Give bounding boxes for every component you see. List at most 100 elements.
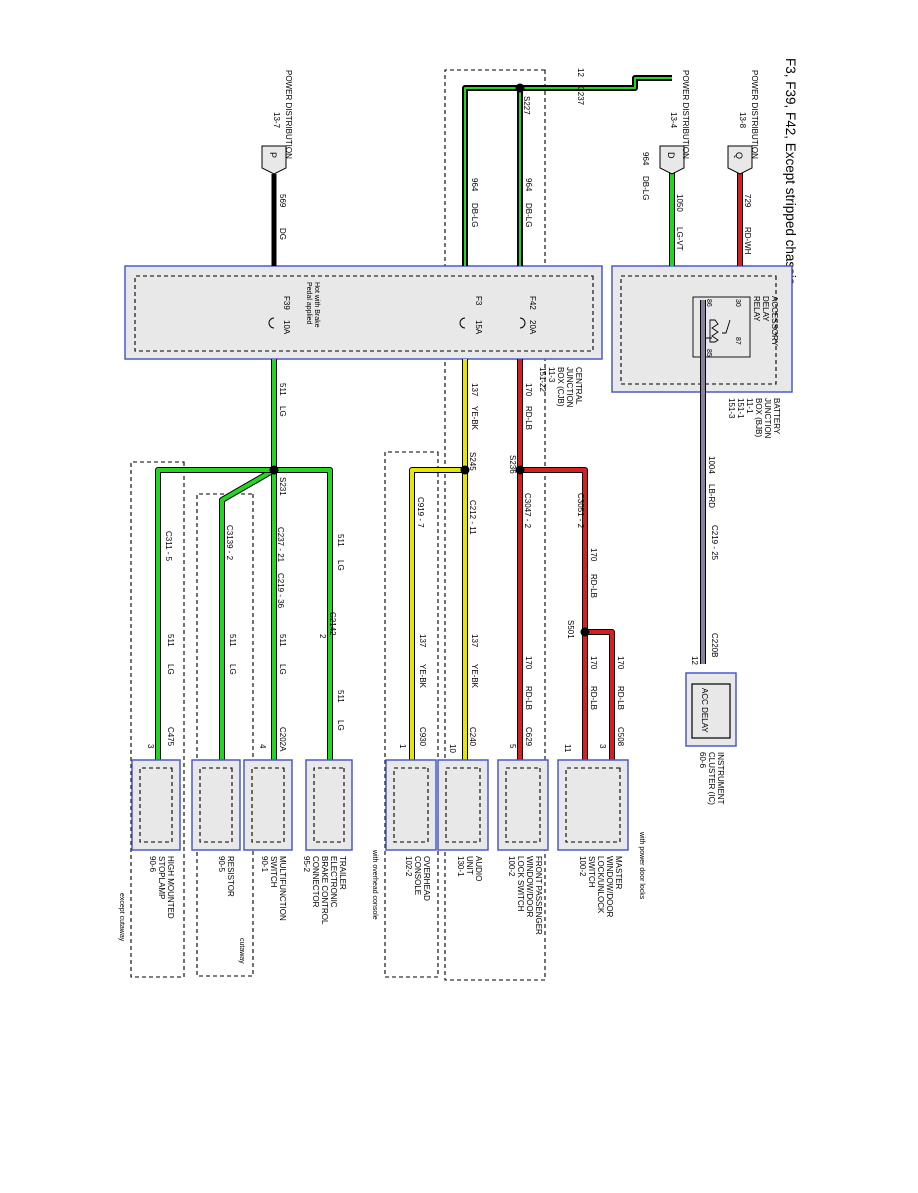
wire-w511-e: [156, 468, 274, 760]
c3139-label: C3139 - 2: [225, 525, 234, 561]
components-layer: MASTERWINDOW/DOORLOCK/UNLOCKSWITCH100-2 F…: [131, 759, 629, 935]
wire-w964-top: [462, 75, 672, 266]
component-resistor: RESISTOR90-5: [191, 759, 241, 897]
component-audio-label: AUDIOUNIT130-1: [456, 856, 483, 881]
component-audio: AUDIOUNIT130-1: [437, 759, 489, 881]
c237-label: 12C237: [576, 68, 585, 106]
c311-label: C311 - 5: [164, 531, 173, 562]
svg-text:10A: 10A: [282, 320, 291, 335]
wire-label-137-b: 137YE-BK: [470, 634, 479, 689]
c3047-label: C3047 - 2: [523, 493, 532, 529]
svg-text:F39: F39: [282, 296, 291, 310]
svg-text:15A: 15A: [474, 320, 483, 335]
s227-label: S227: [522, 96, 531, 115]
cutaway-note: cutaway: [238, 938, 245, 964]
bjb-label: BATTERY JUNCTION BOX (BJB) 11-1 151-1 15…: [727, 398, 781, 441]
wire-w511-d: [219, 467, 276, 760]
splice-s501: [580, 627, 590, 637]
c202a-label: C202A4: [258, 727, 287, 752]
power-door-locks-option-box: [444, 69, 546, 981]
c220b-label: C220B12: [690, 633, 719, 665]
wire-w511-e: [155, 467, 274, 760]
c629-label: C6295: [508, 727, 533, 749]
s245-label: S245: [468, 452, 477, 471]
wire-label-1050: 1050LG-VT: [675, 194, 684, 251]
acc-delay-label: ACC DELAY: [700, 688, 709, 733]
wire-label-964-b: 964DB-LG: [470, 178, 479, 227]
wire-label-137-a: 137YE-BK: [470, 383, 479, 431]
wire-label-511-c: 511LG: [336, 690, 345, 731]
s231-label: S231: [278, 477, 287, 496]
component-master: MASTERWINDOW/DOORLOCK/UNLOCKSWITCH100-2: [557, 759, 629, 918]
relay-coil-icon: [709, 319, 719, 343]
fuse-f42: F42 20A: [519, 296, 537, 335]
cutaway-option-box: [196, 493, 254, 977]
bjb-relay-label: ACCESSORY DELAY RELAY: [752, 296, 779, 348]
wire-label-729: 729RD-WH: [743, 194, 752, 255]
component-trailer-label: TRAILERELECTRONICBRAKE CONTROLCONNECTOR9…: [302, 856, 347, 925]
c919-label: C919 - 7: [416, 497, 425, 528]
s236-label: S236: [508, 455, 517, 474]
overhead-console-option-box: [384, 451, 439, 978]
svg-text:87: 87: [734, 337, 741, 345]
wire-label-170-e: 170RD-LB: [524, 656, 533, 710]
except-cutaway-note: except cutaway: [118, 893, 125, 942]
wire-label-511-f: 511LG: [166, 634, 175, 675]
wire-w964-top: [464, 77, 672, 266]
wire-label-170-b: 170RD-LB: [589, 548, 598, 598]
instrument-cluster-box: [685, 672, 737, 747]
wire-label-137-c: 137YE-BK: [418, 634, 427, 689]
component-front-label: FRONT PASSENGERWINDOW/DOORLOCK SWITCH100…: [507, 856, 543, 935]
wire-label-511-b: 511LG: [336, 534, 345, 571]
component-multi-label: MULTIFUNCTIONSWITCH90-1: [260, 856, 287, 921]
component-stoplamp-label: HIGH MOUNTEDSTOPLAMP90-6: [148, 856, 175, 919]
splices-layer: [269, 83, 590, 637]
power-source-p-label: POWER DISTRIBUTION 13-7: [272, 70, 293, 161]
power-pin-q: [727, 145, 753, 175]
wire-w511-d: [220, 468, 275, 760]
c508-label: C508311: [563, 727, 625, 753]
c930-label: C9301: [398, 727, 427, 749]
wire-label-964-a: 964DB-LG: [524, 178, 533, 227]
wire-label-170-a: 170RD-LB: [524, 383, 533, 430]
wire-label-511-a: 511LG: [278, 383, 287, 417]
s501-label: S501: [566, 620, 575, 639]
wire-label-1004: 1004LB-RD: [707, 456, 716, 508]
wire-label-170-c: 170RD-LB: [616, 656, 625, 710]
fuse-f39: F39 10A: [268, 296, 291, 335]
c237-21-label: C237 - 21: [276, 527, 285, 563]
svg-text:85: 85: [705, 349, 712, 357]
component-resistor-label: RESISTOR90-5: [217, 856, 235, 897]
component-master-label: MASTERWINDOW/DOORLOCK/UNLOCKSWITCH100-2: [578, 856, 623, 918]
diagram-title: F3, F39, F42, Except stripped chassis: [783, 58, 798, 285]
cjb-label: CENTRAL JUNCTION BOX (CJB) 11-3 151-22: [538, 367, 583, 410]
svg-text:F3: F3: [474, 296, 483, 306]
c219-36-label: C219 - 36: [276, 573, 285, 609]
svg-text:Q: Q: [734, 152, 744, 159]
wire-label-511-d: 511LG: [278, 634, 287, 675]
svg-text:D: D: [666, 152, 676, 159]
splice-s231: [269, 465, 279, 475]
instrument-cluster-label: INSTRUMENT CLUSTER (IC) 60-6: [698, 752, 725, 807]
cjb-brake-note: Hot with Brake Pedal applied: [305, 282, 320, 329]
svg-text:F42: F42: [528, 296, 537, 310]
acc-delay-box: [691, 683, 731, 739]
splice-s245: [460, 465, 470, 475]
power-source-d-label: POWER DISTRIBUTION 13-4: [669, 70, 690, 161]
power-door-locks-note: with power door locks: [638, 831, 645, 900]
component-overhead-label: OVERHEADCONSOLE102-2: [404, 856, 431, 901]
power-pin-d: [659, 145, 685, 175]
wires-layer: [155, 75, 743, 760]
component-front: FRONT PASSENGERWINDOW/DOORLOCK SWITCH100…: [497, 759, 549, 935]
c3051-label: C3051 - 2: [576, 493, 585, 529]
power-pin-p: [261, 145, 287, 175]
wire-w137-a: [410, 359, 467, 760]
c475-label: C4753: [146, 727, 175, 749]
overhead-console-note: with overhead console: [371, 849, 378, 920]
c2142-label: C21422: [318, 612, 337, 639]
wire-label-964-top: 964DB-LG: [641, 152, 650, 200]
wire-label-511-e: 511LG: [228, 634, 237, 675]
wire-label-170-d: 170RD-LB: [589, 656, 598, 710]
